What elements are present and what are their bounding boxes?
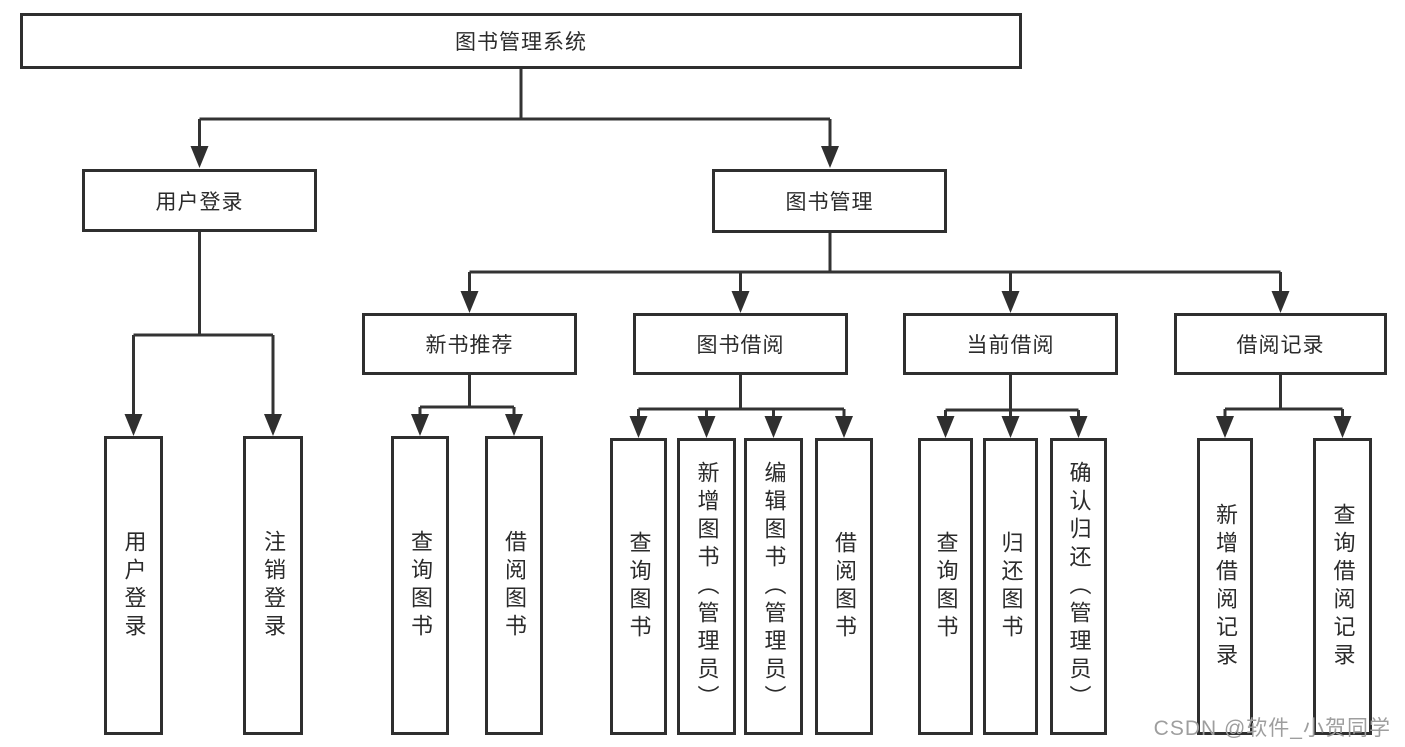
- csdn-watermark: CSDN @软件_小贺同学: [1153, 717, 1391, 740]
- node-book-management: 图书管理: [712, 169, 947, 233]
- node-root: 图书管理系统: [20, 13, 1022, 69]
- node-borrow-records: 借阅记录: [1174, 313, 1387, 375]
- node-leaf-return-books: 归还图书: [983, 438, 1038, 735]
- node-leaf-add-borrow-record-label: 新增借阅记录: [1213, 502, 1238, 671]
- node-leaf-user-login-label: 用户登录: [121, 529, 147, 642]
- node-book-borrow: 图书借阅: [633, 313, 848, 375]
- node-leaf-confirm-return-admin: 确认归还（管理员）: [1050, 438, 1107, 735]
- node-root-label: 图书管理系统: [455, 31, 587, 54]
- node-leaf-logout-label: 注销登录: [261, 529, 286, 642]
- node-leaf-borrow-books-1-label: 借阅图书: [502, 529, 527, 642]
- node-new-book-recommend: 新书推荐: [362, 313, 577, 375]
- node-leaf-edit-book-admin: 编辑图书（管理员）: [744, 438, 803, 735]
- node-new-book-recommend-label: 新书推荐: [425, 334, 514, 357]
- node-leaf-query-books-1-label: 查询图书: [408, 529, 433, 642]
- node-current-borrow-label: 当前借阅: [966, 334, 1055, 357]
- node-leaf-query-books-1: 查询图书: [391, 436, 449, 735]
- node-leaf-logout: 注销登录: [243, 436, 303, 735]
- node-leaf-borrow-books-2: 借阅图书: [815, 438, 873, 735]
- node-leaf-confirm-return-admin-label: 确认归还（管理员）: [1066, 460, 1092, 713]
- node-leaf-return-books-label: 归还图书: [998, 530, 1024, 643]
- node-leaf-edit-book-admin-label: 编辑图书（管理员）: [761, 460, 787, 713]
- node-leaf-query-books-3-label: 查询图书: [933, 530, 959, 643]
- node-book-management-label: 图书管理: [785, 191, 874, 214]
- node-user-login: 用户登录: [82, 169, 317, 232]
- node-leaf-query-borrow-record-label: 查询借阅记录: [1330, 502, 1356, 671]
- node-leaf-query-borrow-record: 查询借阅记录: [1313, 438, 1372, 735]
- node-leaf-add-borrow-record: 新增借阅记录: [1197, 438, 1253, 735]
- node-user-login-label: 用户登录: [155, 190, 244, 214]
- node-leaf-query-books-2-label: 查询图书: [626, 530, 652, 643]
- node-borrow-records-label: 借阅记录: [1236, 334, 1325, 357]
- node-current-borrow: 当前借阅: [903, 313, 1118, 375]
- node-leaf-borrow-books-1: 借阅图书: [485, 436, 543, 735]
- node-leaf-query-books-3: 查询图书: [918, 438, 973, 735]
- node-leaf-borrow-books-2-label: 借阅图书: [832, 530, 857, 643]
- node-leaf-query-books-2: 查询图书: [610, 438, 667, 735]
- node-leaf-add-book-admin: 新增图书（管理员）: [677, 438, 736, 735]
- node-book-borrow-label: 图书借阅: [696, 334, 785, 357]
- node-leaf-user-login: 用户登录: [104, 436, 163, 735]
- node-leaf-add-book-admin-label: 新增图书（管理员）: [694, 460, 720, 713]
